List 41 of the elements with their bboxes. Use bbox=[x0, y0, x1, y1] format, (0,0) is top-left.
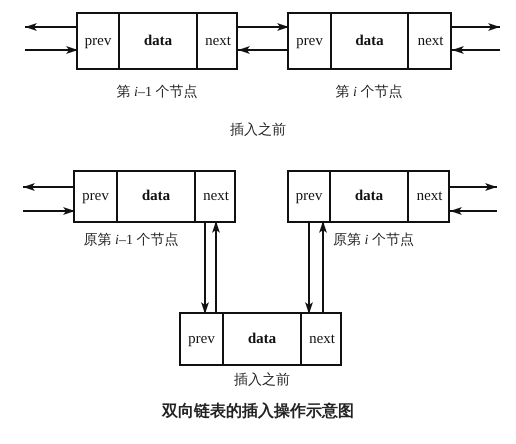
section-label: 插入之前 bbox=[230, 121, 286, 139]
pointer-field: prev bbox=[289, 14, 330, 68]
pointer-field: prev bbox=[78, 14, 118, 68]
data-field: data bbox=[118, 14, 196, 68]
arrow bbox=[238, 46, 289, 54]
list-node-box bbox=[287, 170, 450, 223]
pointer-field: next bbox=[196, 14, 238, 68]
list-node-box bbox=[179, 312, 342, 366]
list-node-box bbox=[76, 12, 238, 70]
node-caption: 第 i–1 个节点 bbox=[116, 84, 198, 101]
arrow bbox=[319, 221, 327, 314]
node-caption: 原第 i 个节点 bbox=[333, 232, 414, 249]
pointer-field: prev bbox=[75, 172, 116, 221]
node-caption: 原第 i–1 个节点 bbox=[84, 232, 178, 249]
arrow bbox=[452, 46, 500, 54]
arrow bbox=[450, 183, 497, 191]
arrow bbox=[25, 46, 78, 54]
data-field: data bbox=[330, 14, 407, 68]
node-caption: 第 i 个节点 bbox=[336, 84, 402, 101]
pointer-field: prev bbox=[289, 172, 329, 221]
list-node-box bbox=[287, 12, 452, 70]
arrow bbox=[305, 221, 313, 314]
pointer-field: next bbox=[300, 314, 342, 364]
data-field: data bbox=[222, 314, 300, 364]
pointer-field: next bbox=[194, 172, 236, 221]
arrow bbox=[23, 183, 75, 191]
node-caption: 插入之前 bbox=[234, 371, 290, 389]
data-field: data bbox=[329, 172, 407, 221]
pointer-field: next bbox=[407, 14, 452, 68]
arrow bbox=[450, 207, 497, 215]
data-field: data bbox=[116, 172, 194, 221]
arrow bbox=[201, 221, 209, 314]
arrow bbox=[25, 23, 78, 31]
arrow bbox=[452, 23, 500, 31]
arrow bbox=[212, 221, 220, 314]
figure-caption: 双向链表的插入操作示意图 bbox=[162, 401, 354, 422]
pointer-field: prev bbox=[181, 314, 222, 364]
arrow bbox=[238, 23, 289, 31]
pointer-field: next bbox=[407, 172, 450, 221]
arrow bbox=[23, 207, 75, 215]
list-node-box bbox=[73, 170, 236, 223]
